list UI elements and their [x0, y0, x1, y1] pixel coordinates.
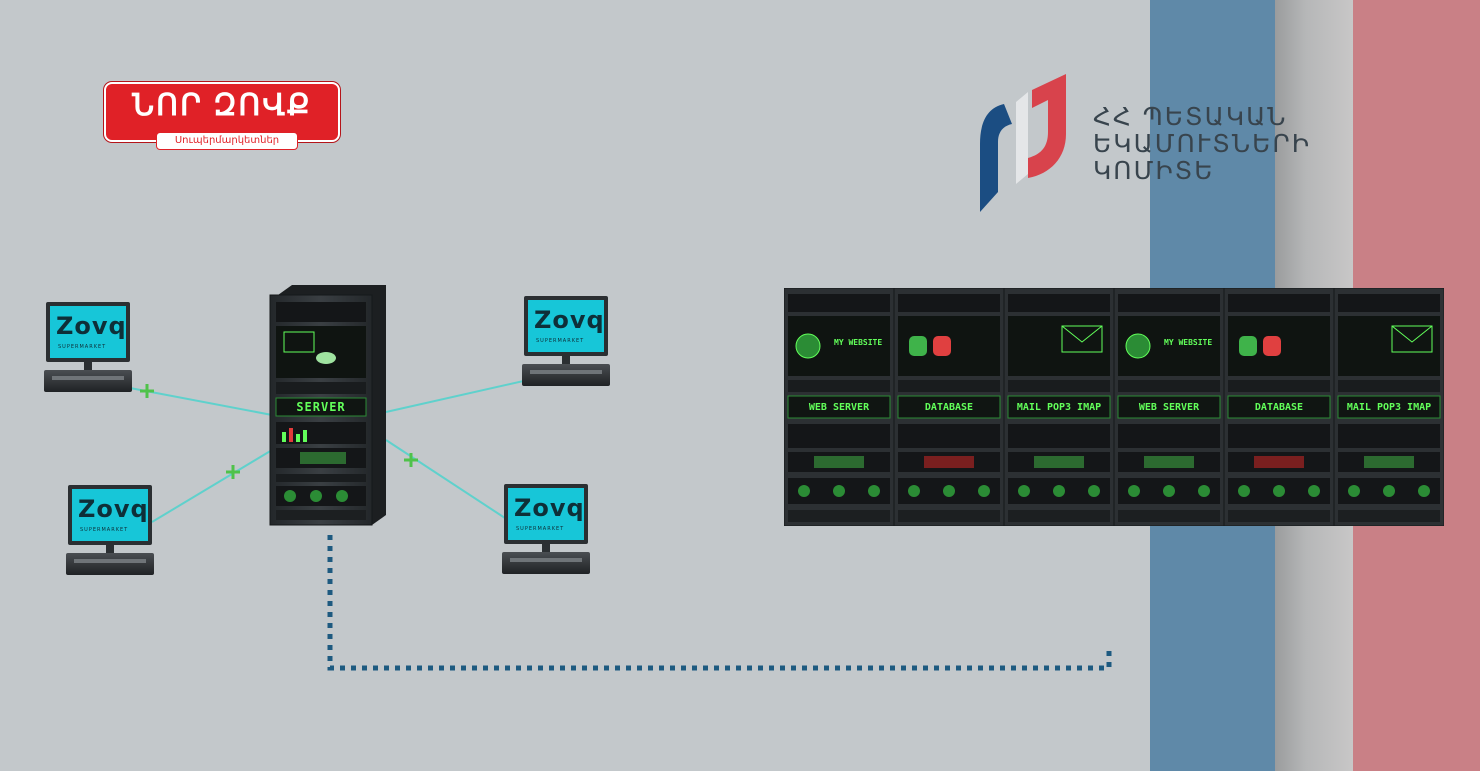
- database-icon: [909, 336, 951, 356]
- mail-icon: [1391, 325, 1433, 353]
- pos-terminal: Zovq SUPERMARKET: [502, 484, 592, 581]
- committee-line-2: ԵԿԱՄՈՒՏՆԵՐԻ: [1093, 129, 1312, 158]
- server-top-label: MY WEBSITE: [834, 338, 883, 347]
- pos-terminal-icon: [502, 484, 590, 574]
- store-logo-title: ՆՈՐ ԶՈՎՔ: [132, 89, 312, 122]
- connector-plus-icon: [404, 453, 418, 467]
- store-logo-subtitle: Սուպերմարկետներ: [156, 132, 298, 150]
- pos-terminal: Zovq SUPERMARKET: [44, 302, 134, 399]
- pos-terminal: Zovq SUPERMARKET: [522, 296, 612, 393]
- store-logo: ՆՈՐ ԶՈՎՔ Սուպերմարկետներ: [104, 82, 340, 150]
- terminal-brand: Zovq: [78, 495, 149, 523]
- server-role-label: WEB SERVER: [808, 402, 870, 413]
- globe-icon: [795, 333, 821, 359]
- server-role-label: MAIL POP3 IMAP: [1346, 402, 1432, 413]
- pos-terminal-icon: [66, 485, 154, 575]
- terminal-brand: Zovq: [534, 306, 605, 334]
- server-rack: [894, 288, 1004, 526]
- server-rack: [1224, 288, 1334, 526]
- committee-line-3: ԿՈՄԻՏԵ: [1093, 156, 1215, 185]
- server-rack: [784, 288, 894, 526]
- committee-line-1: ՀՀ ՊԵՏԱԿԱՆ: [1093, 102, 1288, 131]
- connector-plus-icon: [140, 384, 154, 398]
- terminal-subtitle: SUPERMARKET: [58, 344, 107, 350]
- mail-icon: [1061, 325, 1103, 353]
- terminal-subtitle: SUPERMARKET: [536, 338, 585, 344]
- main-server-rack: [269, 285, 386, 526]
- server-rack: [1334, 288, 1444, 526]
- terminal-subtitle: SUPERMARKET: [80, 527, 129, 533]
- server-rack: [1114, 288, 1224, 526]
- terminal-brand: Zovq: [514, 494, 585, 522]
- link-line-top-right: [385, 379, 529, 413]
- server-top-label: MY WEBSITE: [1164, 338, 1213, 347]
- pos-terminal: Zovq SUPERMARKET: [66, 485, 156, 582]
- uplink-dotted-line: [327, 535, 1112, 671]
- terminal-brand: Zovq: [56, 312, 127, 340]
- server-role-label: DATABASE: [1254, 402, 1304, 413]
- committee-emblem-icon: [980, 74, 1066, 212]
- main-server-label: SERVER: [296, 400, 346, 414]
- database-icon: [1239, 336, 1281, 356]
- link-connectors: [140, 384, 418, 479]
- link-line-bottom-right: [385, 439, 509, 521]
- globe-icon: [1125, 333, 1151, 359]
- server-role-label: MAIL POP3 IMAP: [1016, 402, 1102, 413]
- server-role-label: DATABASE: [924, 402, 974, 413]
- server-rack: [1004, 288, 1114, 526]
- pos-terminal-icon: [522, 296, 610, 386]
- pos-terminal-icon: [44, 302, 132, 392]
- connector-plus-icon: [226, 465, 240, 479]
- server-role-label: WEB SERVER: [1138, 402, 1200, 413]
- terminal-subtitle: SUPERMARKET: [516, 526, 565, 532]
- link-line-bottom-left: [151, 449, 273, 523]
- committee-logo-text: ՀՀ ՊԵՏԱԿԱՆ ԵԿԱՄՈՒՏՆԵՐԻ ԿՈՄԻՏԵ: [1093, 103, 1311, 184]
